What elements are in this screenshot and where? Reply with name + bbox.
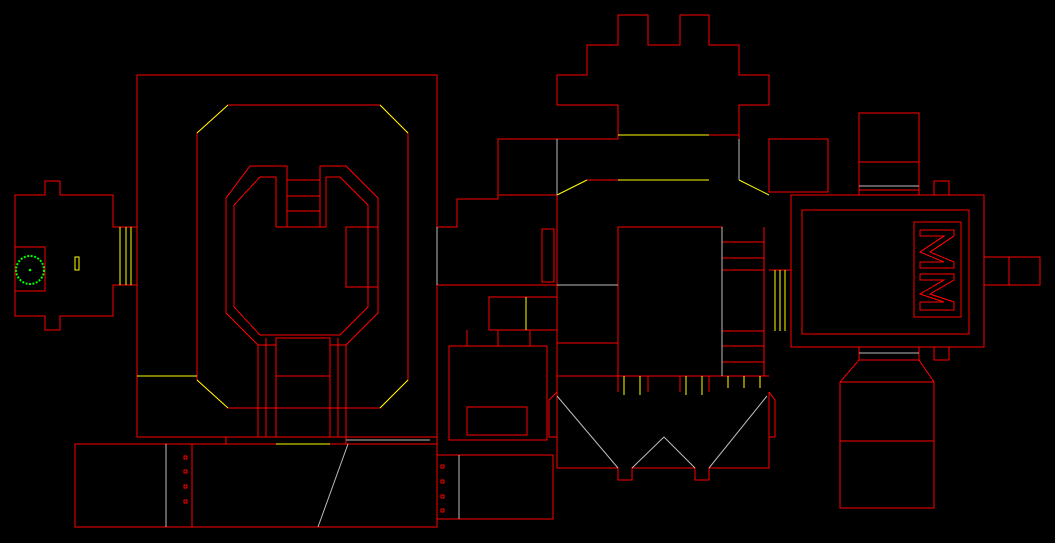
map-steps	[275, 180, 919, 437]
south-tower-knob	[933, 346, 950, 361]
inner-c-structure-inner	[233, 176, 369, 336]
north-east-side-room	[768, 138, 829, 193]
ceiling-change-line	[379, 104, 409, 134]
exit-sign-glyph	[918, 229, 955, 269]
ceiling-change-line	[631, 436, 665, 469]
wall-marker	[440, 479, 445, 484]
wall-marker	[440, 494, 445, 499]
south-crescent-room-wall	[768, 391, 776, 438]
floor-change-item	[74, 256, 80, 271]
player-crosshair-icon	[15, 255, 45, 285]
north-castle-wall	[556, 14, 770, 136]
ceiling-change-line	[738, 179, 770, 196]
floor-change-lines	[74, 134, 786, 445]
ceiling-change-line	[663, 436, 696, 469]
wall-marker	[440, 508, 445, 513]
ceiling-change-line	[556, 395, 619, 469]
wall-marker	[183, 469, 188, 474]
wall-marker	[183, 455, 188, 460]
north-tower-knob	[933, 180, 950, 196]
south-crescent-room-wall	[548, 391, 558, 438]
wall-marker	[183, 484, 188, 489]
east-extension-wall	[984, 256, 1041, 286]
ceiling-change-line	[379, 379, 409, 409]
south-room-markers	[183, 455, 445, 513]
ceiling-change-line	[317, 443, 349, 528]
ceiling-change-line	[708, 395, 768, 469]
exit-switch-panel	[913, 221, 962, 318]
player-marker-dot	[28, 268, 32, 272]
mid-small-niche	[541, 228, 555, 283]
wall-marker	[440, 464, 445, 469]
south-east-room	[436, 454, 554, 520]
c-east-box	[345, 226, 379, 288]
wall-marker	[183, 499, 188, 504]
ceiling-change-line	[196, 104, 229, 134]
player-marker-ring	[15, 255, 45, 285]
ceiling-change-line	[556, 179, 588, 196]
mid-storage-box	[466, 406, 528, 436]
south-tower-wall	[839, 359, 935, 509]
exit-sign-glyph	[918, 273, 955, 311]
ceiling-change-lines	[165, 104, 919, 528]
north-tower	[858, 112, 920, 196]
south-crescent-room-wall	[556, 392, 770, 481]
ceiling-change-line	[196, 379, 229, 409]
start-alcove	[14, 246, 46, 292]
east-inner-room	[801, 209, 970, 335]
